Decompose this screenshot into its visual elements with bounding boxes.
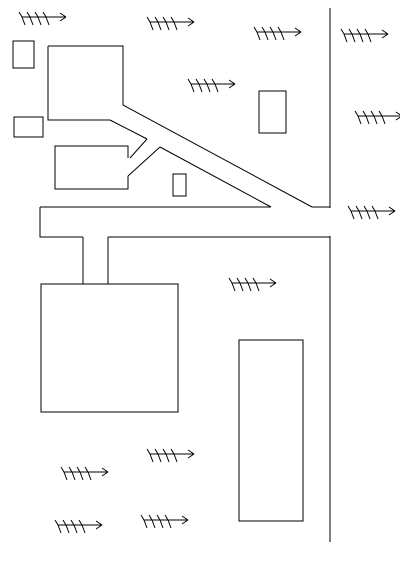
small-structure-east (258, 90, 287, 134)
grass-tuft-icon (146, 448, 195, 463)
grass-tuft-icon (54, 519, 103, 534)
driveway-lower-edge (159, 146, 272, 208)
access-road-left-end (39, 207, 83, 238)
grass-tuft-icon (340, 28, 389, 43)
grass-tuft-icon (18, 11, 67, 26)
grass-tuft-icon (354, 110, 400, 125)
grass-tuft-icon (140, 514, 189, 529)
building-main-north (47, 45, 124, 121)
building-main-spur-upper (109, 119, 148, 140)
grass-tuft-icon (187, 78, 236, 93)
shed-upper-left (12, 40, 35, 69)
building-long-southeast (238, 339, 304, 522)
building-main-spur-diag (127, 146, 161, 177)
small-structure-center (172, 173, 187, 197)
driveway-upper-edge (122, 104, 313, 208)
grass-tuft-icon (60, 466, 109, 481)
building-secondary (54, 145, 129, 190)
shed-lower-left (13, 116, 44, 138)
grass-tuft-icon (253, 26, 302, 41)
building-large-southwest (40, 283, 179, 413)
grass-tuft-icon (146, 16, 195, 31)
building-main-spur-lower (129, 138, 148, 159)
grass-tuft-icon (228, 277, 277, 292)
grass-tuft-icon (347, 205, 396, 220)
